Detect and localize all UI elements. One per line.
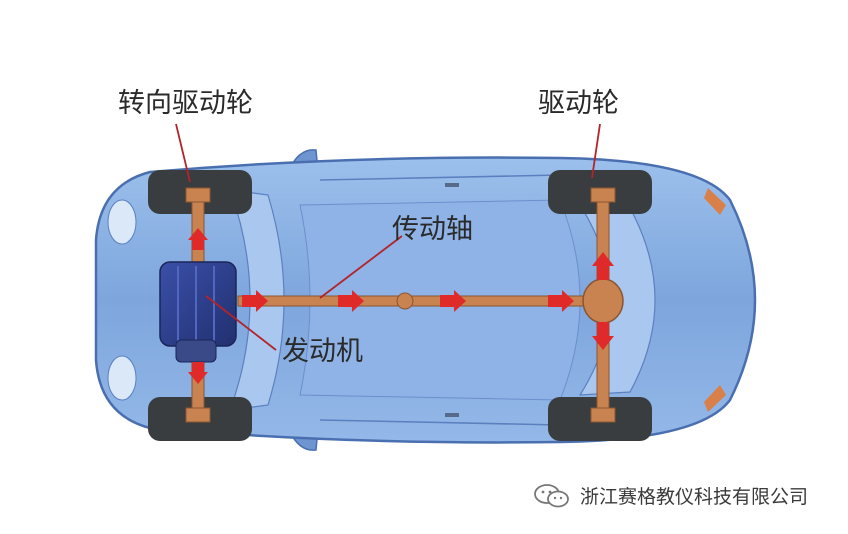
door-handle-bottom <box>445 413 459 417</box>
leader-drive <box>591 123 601 179</box>
rear-hub-bottom <box>590 407 616 423</box>
label-drive-shaft: 传动轴 <box>392 214 473 245</box>
leader-shaft <box>319 235 403 299</box>
headlight-right <box>107 355 137 401</box>
flow-arrow-up <box>592 252 614 280</box>
leader-engine <box>205 295 277 351</box>
watermark: 浙江赛格教仪科技有限公司 <box>532 482 808 509</box>
flow-arrow-down <box>592 322 614 350</box>
headlight-left <box>107 199 137 245</box>
rear-hub-top <box>590 187 616 203</box>
door-handle-top <box>445 183 459 187</box>
door-line-top <box>319 174 561 181</box>
flow-arrow-front-down <box>188 362 208 384</box>
label-drive-wheel: 驱动轮 <box>538 88 619 119</box>
engine-block <box>159 261 237 347</box>
rear-differential <box>582 278 624 324</box>
flow-arrow-2 <box>338 290 364 312</box>
flow-arrow-3 <box>440 290 466 312</box>
shaft-joint <box>396 292 414 310</box>
wechat-icon <box>534 483 569 507</box>
watermark-company: 浙江赛格教仪科技有限公司 <box>580 486 809 508</box>
flow-arrow-1 <box>242 290 268 312</box>
label-engine: 发动机 <box>282 336 363 367</box>
flow-arrow-4 <box>548 290 574 312</box>
label-steer-drive-wheel: 转向驱动轮 <box>118 88 253 119</box>
taillight-bottom <box>704 385 726 412</box>
flow-arrow-front-up <box>188 228 208 250</box>
front-hub-bottom <box>185 407 211 423</box>
transmission <box>175 339 217 363</box>
door-line-bottom <box>319 419 561 426</box>
taillight-top <box>704 188 726 215</box>
front-hub-top <box>185 187 211 203</box>
leader-steer-drive <box>175 123 191 183</box>
